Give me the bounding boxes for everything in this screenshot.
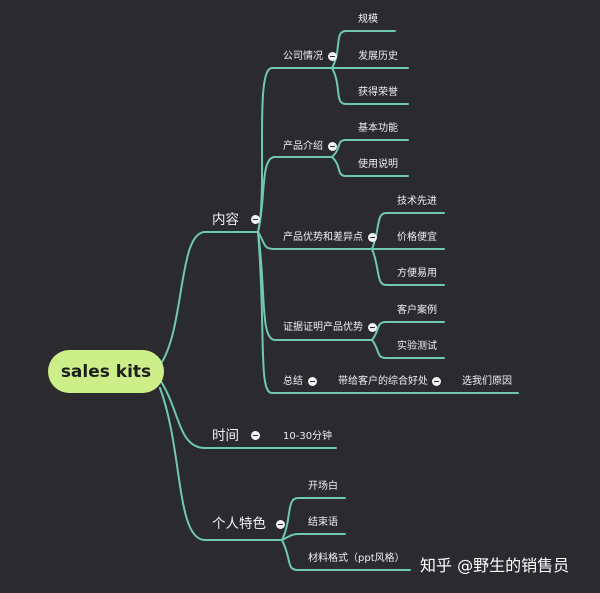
minus-circle-icon[interactable] [328,52,337,61]
node-product-item[interactable]: 基本功能 [358,123,398,134]
minus-circle-icon[interactable] [432,377,441,386]
node-summary[interactable]: 总结 [283,376,303,387]
node-company[interactable]: 公司情况 [283,51,323,62]
node-advantages-item[interactable]: 方便易用 [397,268,437,279]
node-summary-child[interactable]: 带给客户的综合好处 [338,376,428,387]
node-company-item[interactable]: 发展历史 [358,51,398,62]
minus-circle-icon[interactable] [308,377,317,386]
node-company-item[interactable]: 获得荣誉 [358,87,398,98]
branch-content-label[interactable]: 内容 [212,212,239,228]
node-product-item[interactable]: 使用说明 [358,159,398,170]
minus-circle-icon[interactable] [251,431,260,440]
node-product[interactable]: 产品介绍 [283,141,323,152]
root-node[interactable]: sales kits [48,350,164,393]
node-evidence-item[interactable]: 客户案例 [397,305,437,316]
node-personal-item[interactable]: 开场白 [308,481,338,492]
minus-circle-icon[interactable] [368,233,377,242]
branch-time-label[interactable]: 时间 [212,428,239,444]
minus-circle-icon[interactable] [368,323,377,332]
branch-personal-label[interactable]: 个人特色 [212,516,266,532]
minus-circle-icon[interactable] [328,142,337,151]
minus-circle-icon[interactable] [276,520,285,529]
node-evidence[interactable]: 证据证明产品优势 [283,322,363,333]
node-personal-item[interactable]: 结束语 [308,517,338,528]
node-time-item[interactable]: 10-30分钟 [283,431,333,442]
node-company-item[interactable]: 规模 [358,14,378,25]
watermark: 知乎 @野生的销售员 [420,556,570,575]
node-evidence-item[interactable]: 实验测试 [397,341,437,352]
node-advantages-item[interactable]: 价格便宜 [397,232,437,243]
node-summary-grandchild[interactable]: 选我们原因 [462,376,512,387]
node-personal-item[interactable]: 材料格式（ppt风格） [308,553,405,564]
node-advantages[interactable]: 产品优势和差异点 [283,232,363,243]
minus-circle-icon[interactable] [251,215,260,224]
node-advantages-item[interactable]: 技术先进 [397,196,437,207]
